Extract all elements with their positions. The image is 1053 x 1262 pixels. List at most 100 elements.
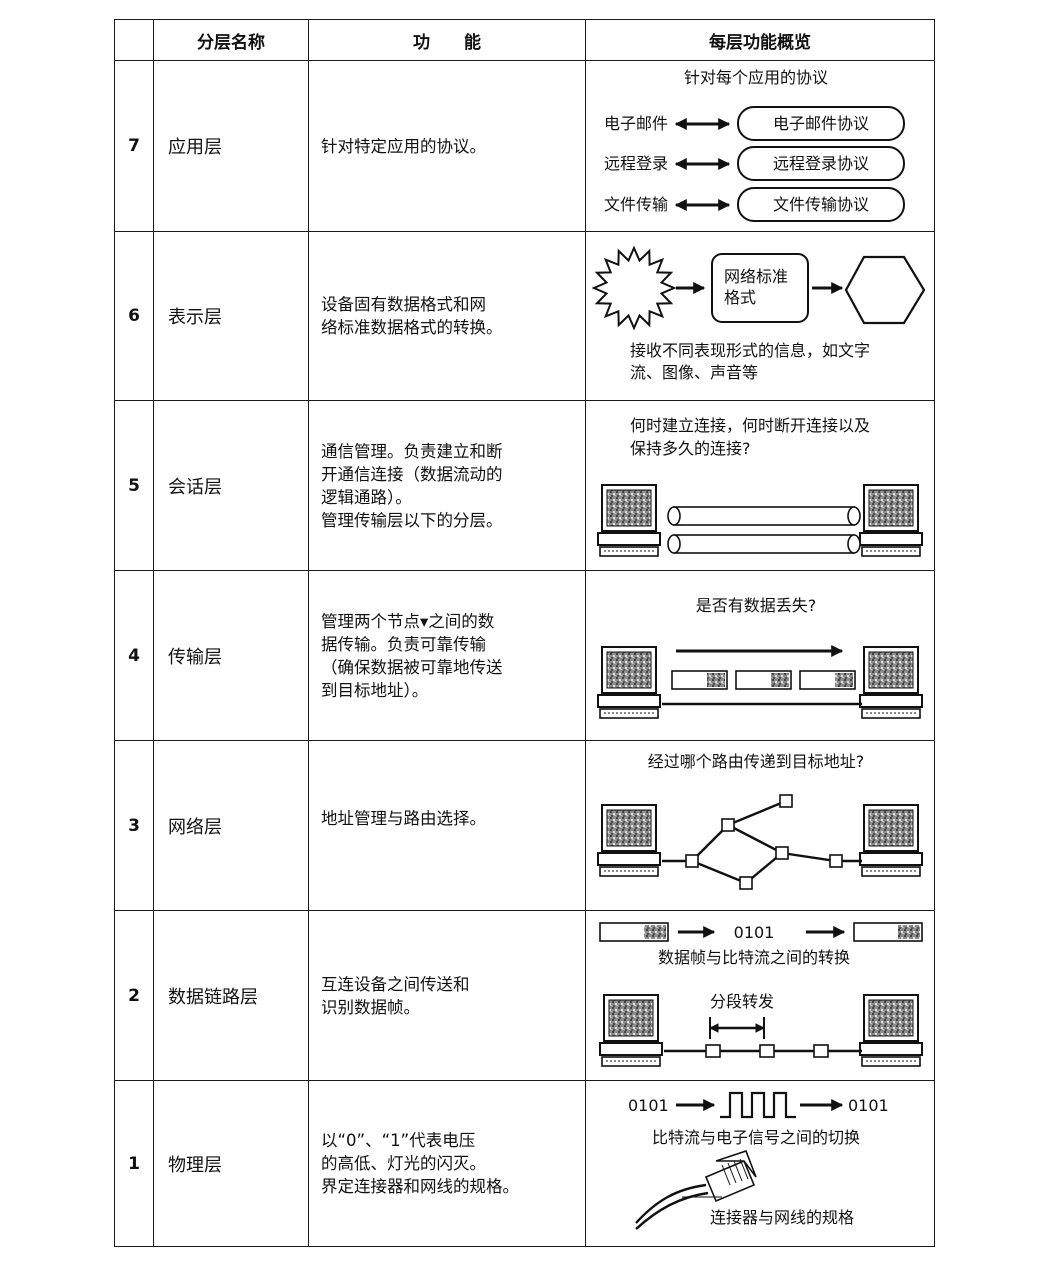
layer-overview: 何时建立连接，何时断开连接以及 保持多久的连接? [585, 400, 935, 571]
function-line: 到目标地址）。 [321, 680, 429, 700]
overview-caption: 针对每个应用的协议 [684, 68, 828, 87]
transport-layer-diagram: 是否有数据丢失? [597, 596, 923, 719]
starburst-icon [591, 245, 677, 331]
protocol-box [737, 146, 905, 181]
layer-overview: 针对每个应用的协议 电子邮件 电子邮件协议 远程登录 远程登录协议 文件传输 文… [585, 60, 935, 232]
bit-stream-label: 0101 [734, 923, 775, 942]
overview-caption-line: 接收不同表现形式的信息，如文字 [630, 341, 870, 360]
function-line: 界定连接器和网线的规格。 [321, 1177, 519, 1196]
table-row-layer-3: 3 网络层 地址管理与路由选择。 经过哪个路由传递到目标地址? [114, 740, 935, 911]
function-line: （确保数据被可靠地传送 [321, 657, 503, 677]
function-line: 设备固有数据格式和网 [321, 295, 486, 314]
header-layer-name: 分层名称 [153, 19, 309, 61]
layer-overview: 经过哪个路由传递到目标地址? [585, 740, 935, 911]
protocol-label-email: 电子邮件协议 [773, 114, 869, 133]
layer-name: 应用层 [153, 60, 309, 232]
presentation-layer-diagram: 网络标准 格式 接收不同表现形式的信息，如文字 流、图像、声音等 [591, 245, 926, 382]
layer-function: 通信管理。负责建立和断 开通信连接（数据流动的 逻辑通路）。 管理传输层以下的分… [308, 400, 586, 571]
physical-layer-diagram: 0101 0101 比特流与电子信号之间的切换 [628, 1091, 889, 1230]
computer-icon [859, 484, 923, 557]
box-line: 网络标准 [724, 267, 788, 286]
layer-number: 1 [114, 1080, 154, 1247]
overview-caption-line: 流、图像、声音等 [630, 363, 758, 382]
connection-pipe-icon [667, 506, 861, 526]
layer-name: 数据链路层 [153, 910, 309, 1081]
layer-name: 传输层 [153, 570, 309, 741]
app-label-email: 电子邮件 [604, 114, 668, 133]
function-line: 互连设备之间传送和 [321, 974, 470, 994]
connection-pipe-icon [667, 534, 861, 554]
table-row-layer-1: 1 物理层 以“0”、“1”代表电压 的高低、灯光的闪灭。 界定连接器和网线的规… [114, 1080, 935, 1247]
bit-stream-label: 0101 [848, 1096, 889, 1115]
header-num [114, 19, 154, 61]
layer-overview: 0101 数据帧与比特流之间的转换 分段转发 [585, 910, 935, 1081]
function-line: 络标准数据格式的转换。 [321, 318, 503, 337]
table-header-row: 分层名称 功 能 每层功能概览 [114, 19, 935, 61]
overview-caption-line: 何时建立连接，何时断开连接以及 [630, 416, 870, 435]
table-row-layer-6: 6 表示层 设备固有数据格式和网 络标准数据格式的转换。 网络标准 格式 接收不… [114, 231, 935, 401]
function-line: 地址管理与路由选择。 [321, 809, 486, 828]
layer-function: 地址管理与路由选择。 [308, 740, 586, 911]
connector-icon [635, 1149, 757, 1230]
function-line: 的高低、灯光的闪灭。 [321, 1154, 486, 1173]
table-row-layer-4: 4 传输层 管理两个节点▾之间的数 据传输。负责可靠传输 （确保数据被可靠地传送… [114, 570, 935, 741]
app-label-remote-login: 远程登录 [604, 154, 668, 173]
layer-name: 会话层 [153, 400, 309, 571]
overview-caption-line: 保持多久的连接? [630, 439, 751, 458]
layer-name: 表示层 [153, 231, 309, 401]
router-icon [685, 854, 699, 868]
layer-overview: 是否有数据丢失? [585, 570, 935, 741]
header-function: 功 能 [308, 19, 586, 61]
layer-function: 互连设备之间传送和 识别数据帧。 [308, 910, 586, 1081]
protocol-box [737, 106, 905, 141]
network-layer-diagram: 经过哪个路由传递到目标地址? [597, 752, 923, 890]
layer-number: 5 [114, 400, 154, 571]
computer-icon [597, 484, 661, 557]
overview-caption-line: 连接器与网线的规格 [710, 1208, 854, 1227]
function-line: 识别数据帧。 [321, 997, 420, 1017]
box-line: 格式 [724, 288, 756, 307]
table-row-layer-7: 7 应用层 针对特定应用的协议。 针对每个应用的协议 电子邮件 电子邮件协议 远… [114, 60, 935, 232]
layer-overview: 网络标准 格式 接收不同表现形式的信息，如文字 流、图像、声音等 [585, 231, 935, 401]
standard-format-box [711, 253, 809, 323]
router-icon [775, 846, 789, 860]
table-row-layer-2: 2 数据链路层 互连设备之间传送和 识别数据帧。 0101 数据帧与比特流之间的… [114, 910, 935, 1081]
function-line: 针对特定应用的协议。 [321, 136, 486, 156]
app-label-file-transfer: 文件传输 [604, 195, 668, 214]
router-icon [739, 876, 753, 890]
protocol-label-remote-login: 远程登录协议 [773, 154, 869, 173]
overview-caption: 比特流与电子信号之间的切换 [652, 1128, 860, 1147]
layer-overview: 0101 0101 比特流与电子信号之间的切换 [585, 1080, 935, 1247]
osi-layer-table: 分层名称 功 能 每层功能概览 7 应用层 针对特定应用的协议。 针对每个应用的… [114, 19, 935, 1247]
data-frame-icon [599, 922, 669, 942]
session-layer-diagram: 何时建立连接，何时断开连接以及 保持多久的连接? [597, 416, 923, 557]
switch-icon [705, 1044, 721, 1058]
function-line: 管理两个节点▾之间的数 [321, 611, 495, 631]
data-packet-icon [735, 670, 792, 690]
router-icon [721, 818, 735, 832]
data-packet-icon [671, 670, 728, 690]
hexagon-icon [844, 255, 926, 325]
square-wave-icon [720, 1091, 796, 1119]
data-link-layer-diagram: 0101 数据帧与比特流之间的转换 分段转发 [599, 922, 923, 1067]
function-line: 以“0”、“1”代表电压 [321, 1131, 476, 1150]
computer-icon [859, 646, 923, 719]
layer-number: 7 [114, 60, 154, 232]
layer-number: 4 [114, 570, 154, 741]
computer-icon [859, 804, 923, 877]
overview-caption: 是否有数据丢失? [696, 596, 817, 615]
router-icon [829, 854, 843, 868]
data-frame-icon [853, 922, 923, 942]
overview-caption: 数据帧与比特流之间的转换 [658, 948, 850, 967]
layer-name: 网络层 [153, 740, 309, 911]
bit-stream-label: 0101 [628, 1096, 669, 1115]
application-layer-diagram: 针对每个应用的协议 电子邮件 电子邮件协议 远程登录 远程登录协议 文件传输 文… [604, 68, 905, 222]
computer-icon [859, 994, 923, 1067]
function-line: 据传输。负责可靠传输 [321, 634, 486, 654]
computer-icon [597, 804, 661, 877]
route-lines [662, 799, 862, 885]
computer-icon [597, 646, 661, 719]
layer-function: 设备固有数据格式和网 络标准数据格式的转换。 [308, 231, 586, 401]
segment-forward-label: 分段转发 [710, 992, 774, 1011]
layer-function: 以“0”、“1”代表电压 的高低、灯光的闪灭。 界定连接器和网线的规格。 [308, 1080, 586, 1247]
